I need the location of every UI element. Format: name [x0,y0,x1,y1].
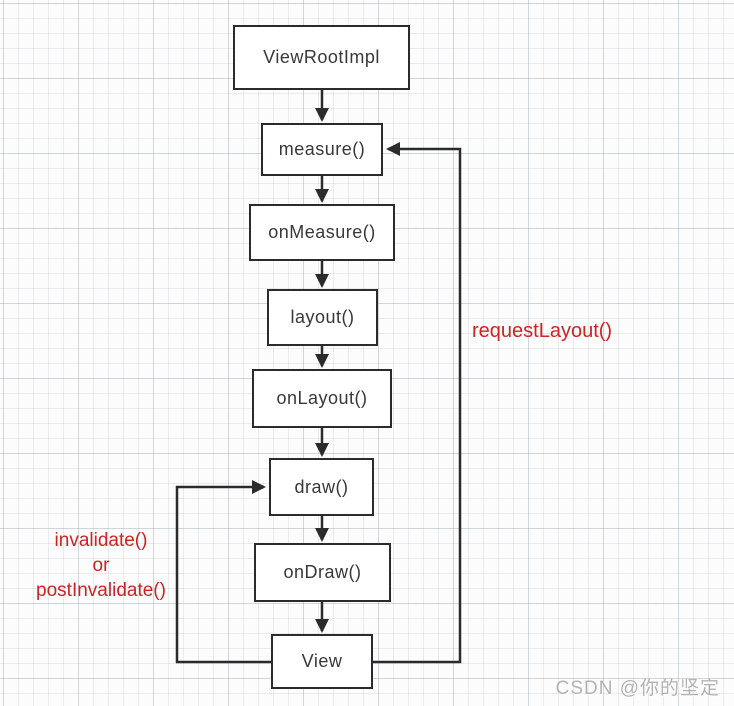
node-viewrootimpl: ViewRootImpl [233,25,410,90]
annotation-invalidate-line2: or [92,555,110,576]
annotation-invalidate-line3: postInvalidate() [36,580,166,601]
annotation-requestlayout-text: requestLayout() [472,320,613,342]
node-measure-label: measure() [278,139,366,159]
node-measure: measure() [261,123,383,176]
node-layout-label: layout() [290,307,355,327]
node-layout: layout() [267,289,378,346]
node-view: View [271,634,373,689]
annotation-requestlayout: requestLayout() [472,319,612,344]
annotation-invalidate: invalidate() or postInvalidate() [18,528,184,603]
node-onmeasure-label: onMeasure() [268,222,376,242]
node-onlayout-label: onLayout() [276,388,368,408]
node-onmeasure: onMeasure() [249,204,395,261]
node-draw-label: draw() [294,476,349,497]
node-viewrootimpl-label: ViewRootImpl [263,47,380,67]
csdn-watermark-text: CSDN @你的坚定 [555,678,720,699]
csdn-watermark: CSDN @你的坚定 [556,673,720,700]
node-ondraw: onDraw() [254,543,391,602]
node-ondraw-label: onDraw() [283,562,362,582]
node-view-label: View [301,651,343,671]
annotation-invalidate-line1: invalidate() [54,530,148,551]
node-onlayout: onLayout() [252,369,392,428]
node-draw: draw() [269,458,374,516]
